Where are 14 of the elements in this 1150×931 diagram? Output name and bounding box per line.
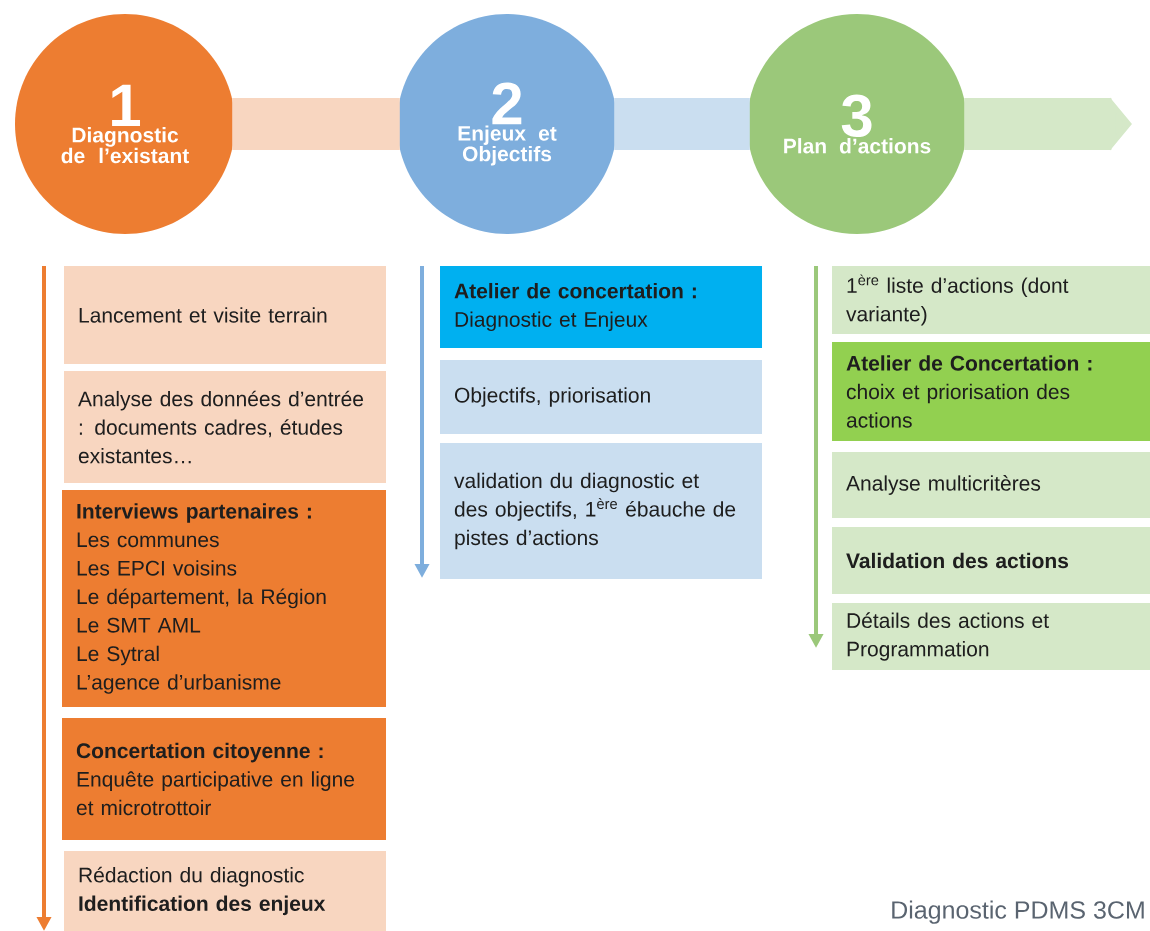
task-box: Détails des actions et Programmation — [832, 603, 1150, 670]
task-box: Objectifs, priorisation — [440, 360, 762, 434]
task-box: Atelier de Concertation : choix et priorisation des actions — [832, 342, 1150, 441]
task-box: Concertation citoyenne : Enquête participative en ligne et microtrottoir — [62, 718, 386, 840]
footer-text: Diagnostic PDMS 3CM — [892, 900, 1144, 924]
task-box: Interviews partenaires : Les communes Les EPCI voisins Le département, la Région Le SMT AML Le Sytral L’agence d’urbanisme — [62, 490, 386, 707]
task-box: 1$^{ère}$ liste d’actions (dont variante) — [832, 266, 1150, 334]
task-box: Analyse multicritères — [832, 452, 1150, 518]
task-box: validation du diagnostic et des objectifs, 1$^{ère}$ ébauche de pistes d’actions — [440, 443, 762, 579]
task-box: Atelier de concertation : Diagnostic et Enjeux — [440, 266, 762, 348]
task-box: Validation des actions — [832, 527, 1150, 594]
task-box: Rédaction du diagnostic Identification des enjeux — [64, 851, 386, 931]
task-box: Analyse des données d’entrée : documents cadres, études existantes… — [64, 371, 386, 483]
task-box: Lancement et visite terrain — [64, 266, 386, 364]
